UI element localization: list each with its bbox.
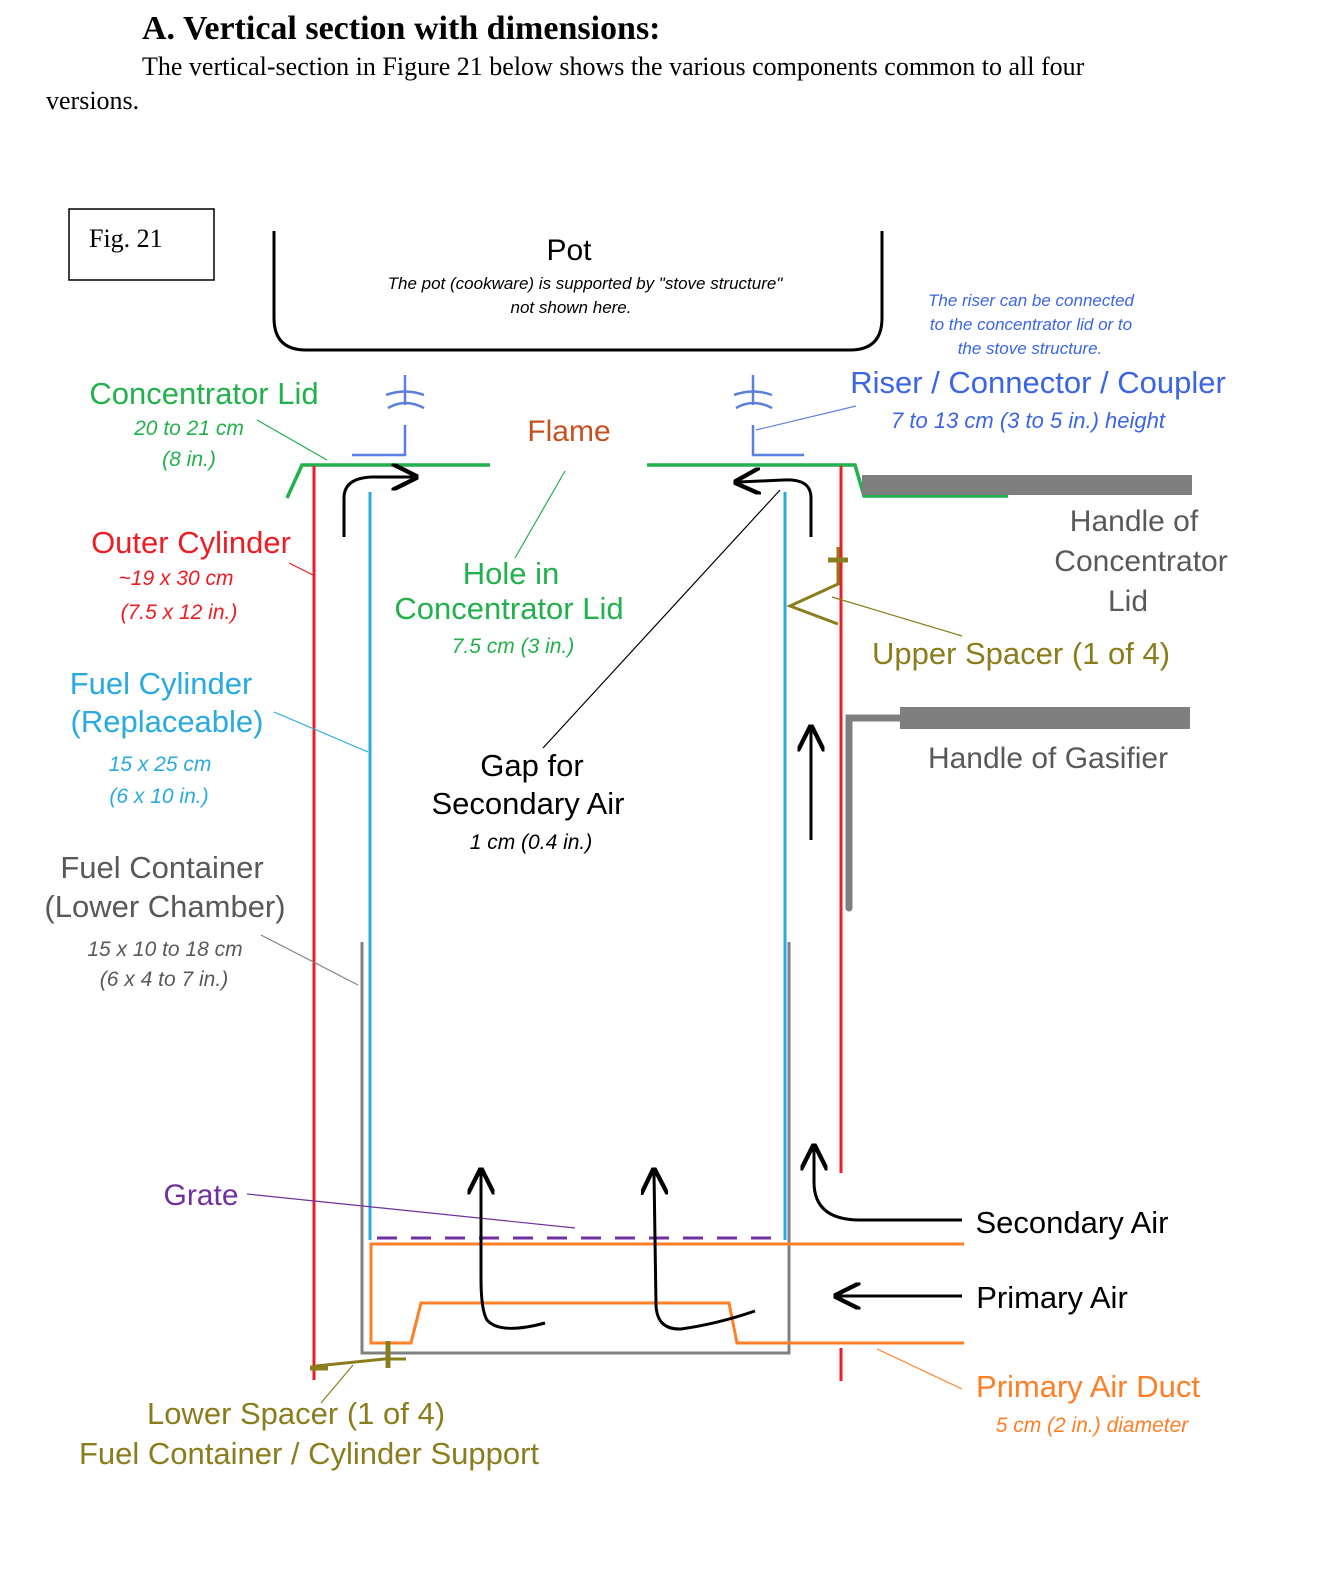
fuel-container-dims-1: 15 x 10 to 18 cm <box>87 938 242 961</box>
grate <box>246 1193 780 1240</box>
handle-lid-line-2: Concentrator <box>1054 545 1227 578</box>
handle-of-concentrator-lid <box>862 475 1192 495</box>
concentrator-lid-dims-1: 20 to 21 cm <box>133 417 244 440</box>
pot-title: Pot <box>546 234 592 267</box>
airflow-arrow-inner-right <box>654 1173 756 1331</box>
lower-spacer-line-1: Lower Spacer (1 of 4) <box>147 1396 445 1431</box>
riser-note-line-3: the stove structure. <box>958 339 1103 358</box>
fuel-cylinder-line-1: Fuel Cylinder <box>70 666 253 701</box>
handle-of-gasifier <box>845 707 1190 912</box>
outer-cylinder-dims-2: (7.5 x 12 in.) <box>121 601 238 624</box>
airflow-arrows <box>342 477 962 1331</box>
lower-spacer-line-2: Fuel Container / Cylinder Support <box>79 1436 539 1471</box>
fuel-cylinder-dims-2: (6 x 10 in.) <box>109 785 208 808</box>
document-header: A. Vertical section with dimensions: The… <box>0 0 1322 130</box>
pot: Pot The pot (cookware) is supported by "… <box>272 231 884 352</box>
fuel-container-line-1: Fuel Container <box>60 850 263 885</box>
handle-lid-line-3: Lid <box>1108 585 1148 618</box>
concentrator-lid <box>285 463 1008 499</box>
hole-leader <box>514 470 566 559</box>
section-title: A. Vertical section with dimensions: <box>142 10 661 47</box>
flame-label: Flame <box>527 415 610 448</box>
secondary-air-label: Secondary Air <box>976 1205 1169 1240</box>
primary-air-duct-title: Primary Air Duct <box>976 1369 1200 1404</box>
upper-spacer <box>786 547 963 637</box>
upper-spacer-label: Upper Spacer (1 of 4) <box>872 636 1170 671</box>
riser-dims: 7 to 13 cm (3 to 5 in.) height <box>891 408 1166 433</box>
outer-cylinder-dims-1: ~19 x 30 cm <box>119 567 234 590</box>
concentrator-lid-title: Concentrator Lid <box>89 376 318 411</box>
outer-cylinder-title: Outer Cylinder <box>91 525 291 560</box>
primary-air-label: Primary Air <box>976 1280 1128 1315</box>
grate-label: Grate <box>163 1179 238 1212</box>
outer-cylinder <box>288 466 843 1381</box>
gap-line-1: Gap for <box>480 748 583 783</box>
handle-gasifier-label: Handle of Gasifier <box>928 742 1168 775</box>
fuel-cylinder-line-2: (Replaceable) <box>71 704 264 739</box>
riser-note-line-2: to the concentrator lid or to <box>930 315 1132 334</box>
riser-title: Riser / Connector / Coupler <box>850 365 1226 400</box>
primary-air-duct <box>369 1242 964 1390</box>
airflow-arrow-top-left <box>342 477 413 537</box>
riser-note: The riser can be connected to the concen… <box>928 291 1135 358</box>
concentrator-lid-leader <box>256 419 328 461</box>
gap-line-2: Secondary Air <box>432 786 625 821</box>
figure-label: Fig. 21 <box>68 208 215 281</box>
figure-label-text: Fig. 21 <box>89 224 163 253</box>
body-text-line-1: The vertical-section in Figure 21 below … <box>142 52 1085 81</box>
concentrator-lid-dims-2: (8 in.) <box>162 448 216 471</box>
riser-note-line-1: The riser can be connected <box>928 291 1135 310</box>
hole-dims: 7.5 cm (3 in.) <box>452 635 575 658</box>
pot-note-line-1: The pot (cookware) is supported by "stov… <box>388 274 784 293</box>
primary-air-duct-dims: 5 cm (2 in.) diameter <box>996 1414 1190 1437</box>
fuel-container-line-2: (Lower Chamber) <box>44 889 285 924</box>
body-text-line-2: versions. <box>46 86 140 115</box>
fuel-cylinder <box>273 492 787 1240</box>
handle-lid-line-1: Handle of <box>1070 505 1199 538</box>
gap-leader <box>542 489 781 749</box>
secondary-air-arrow <box>814 1149 962 1222</box>
hole-line-2: Concentrator Lid <box>394 591 623 626</box>
fuel-container <box>260 934 791 1355</box>
fuel-cylinder-dims-1: 15 x 25 cm <box>109 753 212 776</box>
hole-line-1: Hole in <box>463 556 560 591</box>
airflow-arrow-top-right <box>739 480 813 537</box>
lower-spacer <box>310 1341 406 1404</box>
fuel-container-dims-2: (6 x 4 to 7 in.) <box>100 968 228 991</box>
riser <box>352 375 857 457</box>
pot-note-line-2: not shown here. <box>511 298 632 317</box>
airflow-arrow-inner-left <box>481 1173 546 1330</box>
gap-dims: 1 cm (0.4 in.) <box>470 831 593 854</box>
